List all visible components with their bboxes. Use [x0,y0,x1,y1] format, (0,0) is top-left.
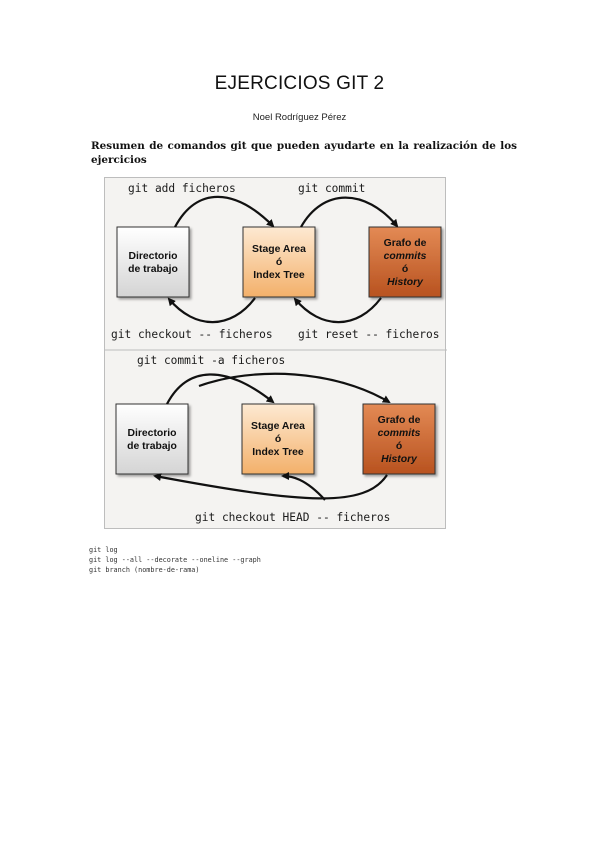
box-graph-label-4: History [387,277,424,288]
box-working-directory-bottom [115,403,189,475]
cmd-git-commit: git commit [298,182,365,195]
box-stage-area-bottom [241,403,315,475]
git-workflow-diagram: git add ficheros git commit Directorio d… [104,177,447,529]
arrow-commit [300,196,399,228]
arrow-checkout-head-dir [153,473,388,500]
box-stage-label-3: Index Tree [253,270,305,281]
cmd-git-checkout: git checkout -- ficheros [111,328,273,341]
box-commit-graph-top [368,226,442,298]
document-title: EJERCICIOS GIT 2 [214,73,385,94]
intro-paragraph: Resumen de comandos git que pueden ayuda… [91,140,517,166]
box-graph-label-3b: ó [396,441,402,452]
cmd-git-checkout-head: git checkout HEAD -- ficheros [195,511,390,524]
box-graph-label-2b: commits [378,428,421,439]
box-graph-label-3: ó [402,264,408,275]
diagram-svg: git add ficheros git commit Directorio d… [105,182,447,524]
arrow-checkout [167,297,256,324]
box-stage-area-top [242,226,316,298]
box-dir-label-1: Directorio [128,251,177,262]
code-line: git log [89,546,118,554]
box-stage-label-1b: Stage Area [251,421,305,432]
box-graph-label-1b: Grafo de [378,415,421,426]
box-dir-label-1b: Directorio [127,428,176,439]
code-block: git log git log --all --decorate --oneli… [89,545,509,575]
box-dir-label-2: de trabajo [128,264,178,275]
arrow-reset [293,297,382,324]
arrow-checkout-head-stage [281,472,326,501]
arrow-commit-a-graph [198,372,391,404]
box-dir-label-2b: de trabajo [127,441,177,452]
box-stage-label-1: Stage Area [252,244,306,255]
box-graph-label-1: Grafo de [384,238,427,249]
cmd-git-commit-a: git commit -a ficheros [137,354,285,367]
cmd-git-reset: git reset -- ficheros [298,328,439,341]
arrow-commit-a-stage [166,373,275,405]
code-line: git log --all --decorate --oneline --gra… [89,556,261,564]
box-stage-label-3b: Index Tree [252,447,304,458]
box-graph-label-2: commits [384,251,427,262]
box-commit-graph-bottom [362,403,436,475]
arrow-add [174,195,275,228]
document-author: Noel Rodríguez Pérez [252,112,347,123]
cmd-git-add: git add ficheros [128,182,236,195]
code-line: git branch (nombre-de-rama) [89,566,200,574]
box-graph-label-4b: History [381,454,418,465]
box-working-directory-top [116,226,190,298]
box-stage-label-2b: ó [275,434,281,445]
box-stage-label-2: ó [276,257,282,268]
